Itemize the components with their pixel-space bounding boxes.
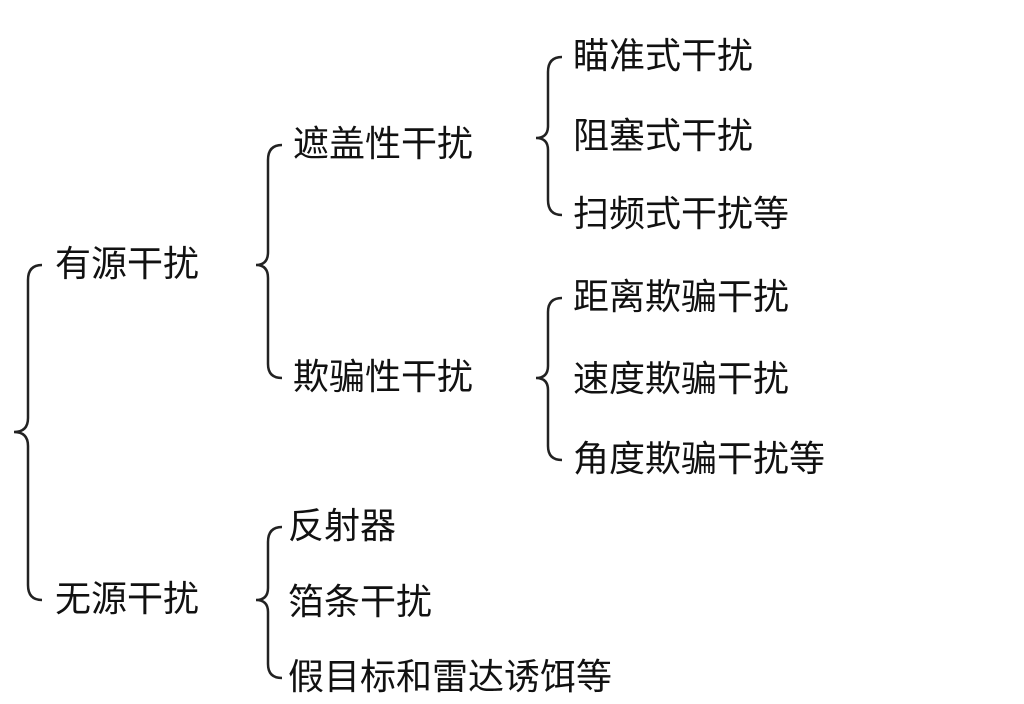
brace-active — [255, 143, 283, 380]
leaf: 阻塞式干扰 — [573, 116, 754, 157]
leaf: 箔条干扰 — [288, 582, 433, 623]
node-deception-jamming: 欺骗性干扰 — [293, 357, 474, 398]
leaf: 角度欺骗干扰等 — [573, 439, 826, 480]
node-passive-jamming: 无源干扰 — [55, 579, 200, 620]
node-active-jamming: 有源干扰 — [55, 244, 200, 285]
leaf: 距离欺骗干扰 — [573, 277, 790, 318]
leaf: 扫频式干扰等 — [573, 194, 790, 235]
leaf: 速度欺骗干扰 — [573, 359, 790, 400]
leaf: 假目标和雷达诱饵等 — [288, 657, 613, 698]
brace-root — [13, 263, 43, 602]
brace-cover — [535, 55, 563, 217]
brace-deceive — [535, 296, 563, 462]
leaf: 瞄准式干扰 — [573, 36, 754, 77]
leaf: 反射器 — [288, 506, 397, 547]
node-cover-jamming: 遮盖性干扰 — [293, 124, 474, 165]
brace-passive — [255, 525, 283, 680]
